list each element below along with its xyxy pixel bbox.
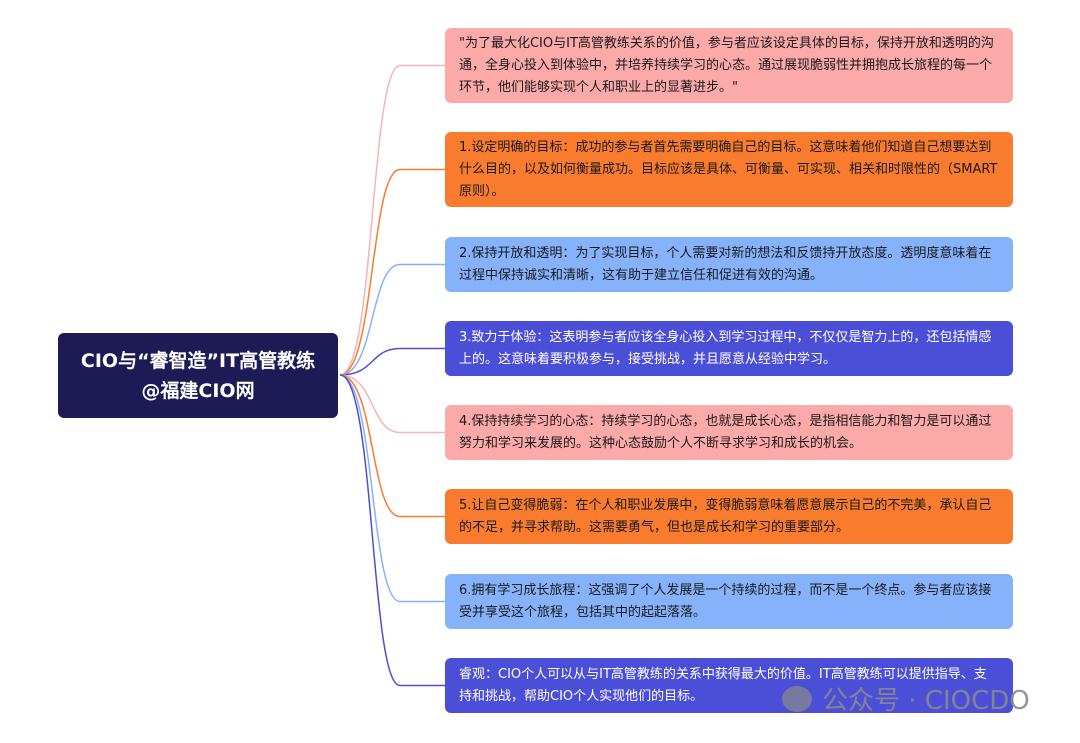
connector-line: [339, 64, 445, 376]
branch-node-0[interactable]: "为了最大化CIO与IT高管教练关系的价值，参与者应该设定具体的目标，保持开放和…: [445, 28, 1013, 103]
branch-node-text: 1.设定明确的目标：成功的参与者首先需要明确自己的目标。这意味着他们知道自己想要…: [459, 139, 998, 199]
central-topic-label: CIO与“睿智造”IT高管教练@福建CIO网: [80, 349, 316, 402]
connector-line: [339, 374, 445, 434]
connector-line: [339, 374, 445, 603]
connector-line: [339, 374, 445, 687]
branch-node-5[interactable]: 5.让自己变得脆弱：在个人和职业发展中，变得脆弱意味着愿意展示自己的不完美，承认…: [445, 489, 1013, 544]
branch-node-text: 2.保持开放和透明：为了实现目标，个人需要对新的想法和反馈持开放态度。透明度意味…: [459, 245, 992, 283]
connector-line: [339, 347, 445, 376]
central-topic[interactable]: CIO与“睿智造”IT高管教练@福建CIO网: [58, 333, 338, 418]
watermark: 公众号 · CIOCDO: [782, 680, 1030, 717]
branch-node-4[interactable]: 4.保持持续学习的心态：持续学习的心态，也就是成长心态，是指相信能力和智力是可以…: [445, 405, 1013, 460]
connector-line: [339, 168, 445, 376]
branch-node-2[interactable]: 2.保持开放和透明：为了实现目标，个人需要对新的想法和反馈持开放态度。透明度意味…: [445, 237, 1013, 292]
connector-line: [339, 374, 445, 518]
connector-line: [339, 263, 445, 376]
branch-node-text: 6.拥有学习成长旅程：这强调了个人发展是一个持续的过程，而不是一个终点。参与者应…: [459, 582, 992, 620]
branch-node-7[interactable]: 睿观：CIO个人可以从与IT高管教练的关系中获得最大的价值。IT高管教练可以提供…: [445, 658, 1013, 713]
branch-node-6[interactable]: 6.拥有学习成长旅程：这强调了个人发展是一个持续的过程，而不是一个终点。参与者应…: [445, 574, 1013, 629]
branch-node-3[interactable]: 3.致力于体验：这表明参与者应该全身心投入到学习过程中，不仅仅是智力上的，还包括…: [445, 321, 1013, 376]
branch-node-text: 5.让自己变得脆弱：在个人和职业发展中，变得脆弱意味着愿意展示自己的不完美，承认…: [459, 497, 992, 535]
branch-node-text: 3.致力于体验：这表明参与者应该全身心投入到学习过程中，不仅仅是智力上的，还包括…: [459, 329, 992, 367]
watermark-text: 公众号 · CIOCDO: [822, 686, 1030, 716]
wechat-icon: [782, 685, 812, 712]
branch-node-1[interactable]: 1.设定明确的目标：成功的参与者首先需要明确自己的目标。这意味着他们知道自己想要…: [445, 132, 1013, 207]
branch-node-text: 睿观：CIO个人可以从与IT高管教练的关系中获得最大的价值。IT高管教练可以提供…: [459, 666, 987, 704]
branch-node-text: 4.保持持续学习的心态：持续学习的心态，也就是成长心态，是指相信能力和智力是可以…: [459, 413, 992, 451]
branch-node-text: "为了最大化CIO与IT高管教练关系的价值，参与者应该设定具体的目标，保持开放和…: [459, 35, 994, 95]
